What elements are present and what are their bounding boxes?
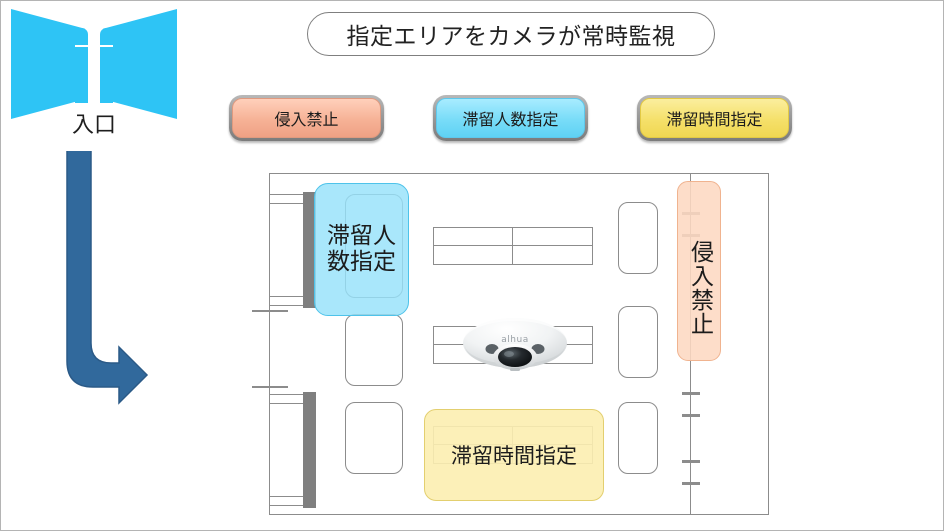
partition-tick-icon bbox=[682, 460, 700, 463]
seat-right-1 bbox=[618, 202, 658, 274]
entrance-label: 入口 bbox=[71, 113, 116, 138]
door-jamb-icon bbox=[303, 392, 316, 508]
gate-pillar-right-icon bbox=[100, 28, 113, 103]
zone-no-intrusion-label: 侵入禁止 bbox=[686, 240, 713, 336]
seat-right-2 bbox=[618, 306, 658, 378]
legend-button-face: 滞留人数指定 bbox=[436, 98, 585, 138]
partition-tick-icon bbox=[682, 482, 700, 485]
seat-left-2 bbox=[345, 314, 403, 386]
door-jamb-icon bbox=[303, 192, 316, 308]
door-sill-bottom-icon bbox=[252, 386, 288, 388]
legend-button-label: 滞留時間指定 bbox=[666, 110, 763, 129]
door-leaf-icon bbox=[269, 394, 305, 506]
page-title: 指定エリアをカメラが常時監視 bbox=[307, 12, 715, 56]
zone-people-count-label: 滞留人数指定 bbox=[327, 222, 396, 275]
door-top bbox=[269, 192, 317, 308]
gate-pillar-left-icon bbox=[75, 28, 88, 103]
table-cell bbox=[513, 246, 592, 264]
zone-dwell-time[interactable]: 滞留時間指定 bbox=[424, 409, 604, 501]
partition-tick-icon bbox=[682, 414, 700, 417]
door-sill-top-icon bbox=[252, 310, 288, 312]
legend-button-label: 滞留人数指定 bbox=[462, 110, 559, 129]
table-cell bbox=[513, 228, 592, 246]
door-bottom bbox=[269, 392, 317, 508]
zone-people-count[interactable]: 滞留人数指定 bbox=[314, 183, 409, 316]
legend-button-face: 滞留時間指定 bbox=[640, 98, 789, 138]
zone-no-intrusion[interactable]: 侵入禁止 bbox=[677, 181, 721, 361]
partition-tick-icon bbox=[682, 392, 700, 395]
legend-button-label: 侵入禁止 bbox=[274, 110, 339, 129]
door-leaf-icon bbox=[269, 194, 305, 306]
seat-left-3 bbox=[345, 402, 403, 474]
table-top bbox=[433, 227, 593, 265]
legend-button-people-count[interactable]: 滞留人数指定 bbox=[433, 95, 588, 141]
entrance-gate-icon bbox=[11, 9, 177, 119]
page-title-text: 指定エリアをカメラが常時監視 bbox=[346, 24, 676, 50]
gate-panel-right-icon bbox=[103, 9, 177, 119]
flow-arrow-icon bbox=[63, 134, 149, 411]
legend-button-face: 侵入禁止 bbox=[232, 98, 381, 138]
fisheye-dome-camera-icon: alhua bbox=[456, 311, 574, 373]
seat-right-3 bbox=[618, 402, 658, 474]
gate-panel-left-icon bbox=[11, 9, 85, 119]
table-cell bbox=[434, 246, 513, 264]
legend-button-no-intrusion[interactable]: 侵入禁止 bbox=[229, 95, 384, 141]
table-cell bbox=[434, 228, 513, 246]
legend-button-dwell-time[interactable]: 滞留時間指定 bbox=[637, 95, 792, 141]
zone-dwell-time-label: 滞留時間指定 bbox=[451, 444, 577, 468]
